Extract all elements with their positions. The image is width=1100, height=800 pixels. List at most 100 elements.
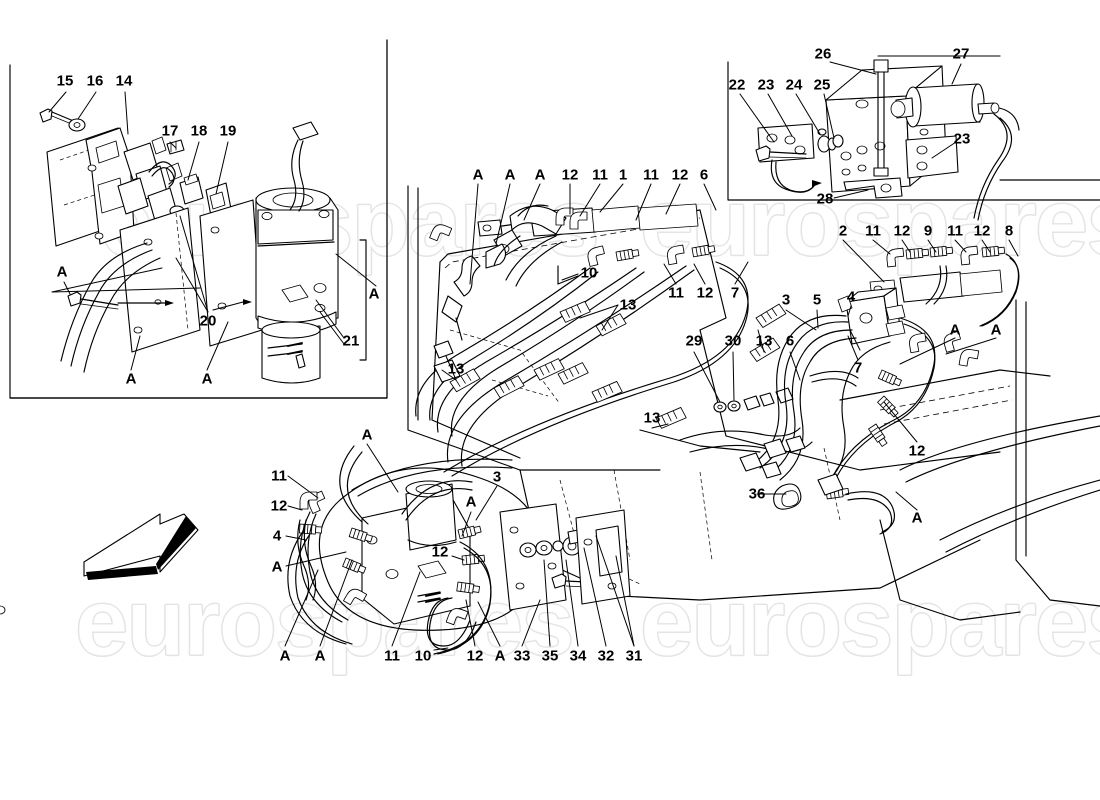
detail-box-frame	[9, 39, 388, 399]
relay-18	[179, 173, 204, 205]
leader-lines	[48, 55, 1019, 651]
callout-11: 11	[947, 222, 963, 240]
callout-13: 13	[643, 409, 661, 427]
callout-23: 23	[757, 76, 775, 94]
pump-body	[0, 480, 471, 625]
manifold-4	[837, 287, 906, 345]
part-10	[557, 265, 579, 285]
callout-10: 10	[580, 264, 598, 282]
callout-11: 11	[384, 647, 400, 665]
callout-12: 12	[671, 166, 689, 184]
callout-13: 13	[447, 360, 465, 378]
callout-11: 11	[865, 222, 881, 240]
callout-20: 20	[199, 312, 217, 330]
callout-4: 4	[846, 288, 856, 306]
callout-11: 11	[643, 166, 659, 184]
callout-13: 13	[755, 332, 773, 350]
callout-32: 32	[597, 647, 615, 665]
callout-23: 23	[953, 130, 971, 148]
wiring-harness-right	[679, 427, 844, 496]
callout-A: A	[949, 321, 961, 339]
right-actuator-group	[679, 245, 1020, 535]
relay-cluster	[117, 136, 183, 225]
callout-A: A	[314, 647, 326, 665]
actuator-1	[477, 203, 699, 237]
bracket-28	[843, 177, 903, 199]
left-elbow-stack	[297, 491, 318, 601]
pump-hoses	[287, 445, 513, 655]
callout-33: 33	[513, 647, 531, 665]
callout-12: 12	[893, 222, 911, 240]
callout-9: 9	[923, 222, 933, 240]
callout-12: 12	[431, 543, 449, 561]
parts-29-30	[713, 387, 794, 413]
valve-block-cables	[770, 113, 1013, 221]
detail-ecu-pump-assembly	[39, 108, 367, 384]
bracket-33	[499, 503, 567, 611]
module-plate	[119, 207, 201, 353]
callout-8: 8	[1004, 222, 1014, 240]
callout-26: 26	[814, 45, 832, 63]
callout-A: A	[125, 370, 137, 388]
callout-A: A	[279, 647, 291, 665]
washer-16	[68, 118, 86, 132]
callout-12: 12	[908, 442, 926, 460]
clips-13	[433, 300, 789, 430]
callout-16: 16	[86, 72, 104, 90]
callout-7: 7	[853, 359, 863, 377]
actuator-2	[869, 269, 1003, 303]
callout-5: 5	[812, 291, 822, 309]
callout-22: 22	[728, 76, 746, 94]
callout-A: A	[990, 321, 1002, 339]
callout-36: 36	[748, 485, 766, 503]
callout-11: 11	[592, 166, 608, 184]
callout-30: 30	[724, 332, 742, 350]
callout-29: 29	[685, 332, 703, 350]
callout-19: 19	[219, 122, 237, 140]
callout-25: 25	[813, 76, 831, 94]
valve-block-assembly	[727, 59, 1100, 221]
callout-11: 11	[668, 284, 684, 302]
callout-10: 10	[414, 647, 432, 665]
callout-A: A	[472, 166, 484, 184]
hose-bundle-right	[749, 314, 936, 485]
callout-17: 17	[161, 122, 179, 140]
callout-34: 34	[569, 647, 587, 665]
mount-bolt-A	[67, 291, 174, 310]
bracket-23-right	[905, 135, 959, 179]
callout-A: A	[534, 166, 546, 184]
callout-11: 11	[271, 467, 287, 485]
callout-27: 27	[952, 45, 970, 63]
callout-A: A	[494, 647, 506, 665]
callout-A: A	[56, 263, 68, 281]
callout-12: 12	[696, 284, 714, 302]
callout-12: 12	[561, 166, 579, 184]
callout-A: A	[271, 558, 283, 576]
bolt-26	[873, 59, 889, 177]
callout-A: A	[465, 493, 477, 511]
callout-A: A	[504, 166, 516, 184]
callout-3: 3	[492, 468, 502, 486]
callout-6: 6	[699, 166, 709, 184]
center-hose-assembly	[415, 203, 794, 477]
callout-2: 2	[838, 222, 848, 240]
callout-6: 6	[785, 332, 795, 350]
callout-4: 4	[272, 527, 282, 545]
callout-1: 1	[618, 166, 628, 184]
callout-13: 13	[619, 296, 637, 314]
direction-arrow	[83, 513, 199, 580]
callout-A: A	[361, 426, 373, 444]
callout-21: 21	[342, 332, 360, 350]
callout-31: 31	[625, 647, 643, 665]
detail-group-bracket	[359, 239, 367, 361]
left-cylinder	[485, 205, 567, 269]
callout-14: 14	[115, 72, 133, 90]
callout-12: 12	[973, 222, 991, 240]
callout-12: 12	[466, 647, 484, 665]
callout-35: 35	[541, 647, 559, 665]
harness-wire	[289, 121, 319, 212]
callout-A: A	[368, 285, 380, 303]
module-plate-right	[199, 199, 263, 347]
